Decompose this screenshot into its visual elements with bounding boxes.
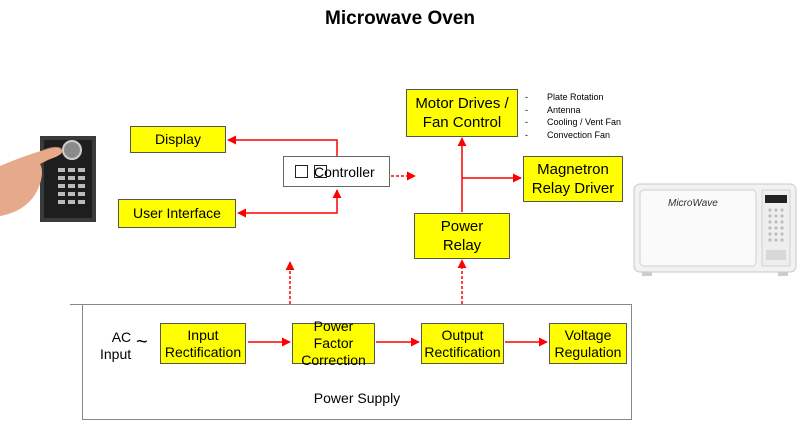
microwave-photo: MicroWave <box>633 183 797 276</box>
input-rectification-block: Input Rectification <box>160 323 246 364</box>
power-supply-top-line <box>70 304 632 305</box>
checkbox-icon <box>314 165 327 178</box>
ac-wave-icon: ~ <box>136 331 148 353</box>
page-title: Microwave Oven <box>325 8 475 29</box>
controller-label: Controller <box>314 164 375 180</box>
magnetron-block: Magnetron Relay Driver <box>523 156 623 202</box>
checkbox-icon <box>295 165 308 178</box>
list-item: Plate Rotation <box>525 91 621 104</box>
arrow-controller-ui <box>237 189 342 218</box>
voltage-regulation-block: Voltage Regulation <box>549 323 627 364</box>
power-supply-label: Power Supply <box>313 390 401 406</box>
motor-drives-block: Motor Drives / Fan Control <box>406 89 518 137</box>
power-relay-block: Power Relay <box>414 213 510 259</box>
output-rectification-block: Output Rectification <box>421 323 504 364</box>
keypad-photo <box>0 136 96 222</box>
power-supply-frame <box>82 305 632 420</box>
list-item: Cooling / Vent Fan <box>525 116 621 129</box>
power-factor-correction-block: Power Factor Correction <box>292 318 375 368</box>
list-item: Antenna <box>525 104 621 117</box>
arrow-controller-display <box>227 135 338 156</box>
motor-load-list: Plate Rotation Antenna Cooling / Vent Fa… <box>525 91 621 141</box>
list-item: Convection Fan <box>525 129 621 142</box>
display-block: Display <box>130 126 226 153</box>
ac-input-label: AC Input <box>100 329 132 362</box>
user-interface-block: User Interface <box>118 199 236 228</box>
microwave-brand: MicroWave <box>668 198 718 209</box>
